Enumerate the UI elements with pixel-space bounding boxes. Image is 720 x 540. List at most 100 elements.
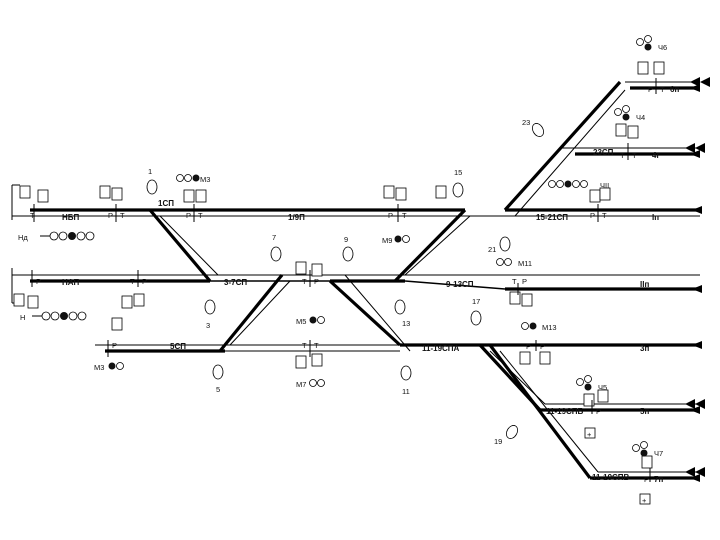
relay-box-icon — [639, 493, 651, 505]
track-end-arrow-icon — [685, 143, 705, 153]
label-sw-7: 7 — [272, 233, 276, 242]
label-track-IIp: IIп — [640, 280, 649, 289]
label-sig-ch5: Ч5 — [598, 383, 607, 392]
label-track-6p: 6п — [670, 85, 679, 94]
signal-lamp-icon — [32, 311, 87, 321]
label-sig-ch4: Ч4 — [636, 113, 645, 122]
relay-box-icon — [653, 61, 665, 75]
signal-lamp-icon — [176, 174, 200, 182]
label-sw-11: 11 — [402, 387, 410, 396]
switch-motor-icon — [394, 299, 406, 315]
label-t: Т — [402, 211, 407, 220]
label-t: Т — [660, 85, 665, 94]
label-sw-1: 1 — [148, 167, 152, 176]
label-sig-n: Н — [20, 313, 25, 322]
label-sig-m11: М11 — [518, 259, 532, 268]
relay-box-icon — [19, 185, 31, 199]
switch-motor-icon — [204, 299, 216, 315]
label-sig-chII: ЧII — [600, 181, 609, 190]
label-sig-m3-top: М3 — [200, 175, 210, 184]
relay-box-icon — [583, 393, 595, 407]
label-t: Т — [602, 211, 607, 220]
label-t: Т — [302, 341, 307, 350]
relay-box-icon — [13, 293, 25, 307]
track-end-arrows — [685, 77, 710, 482]
label-track-Ip: Iп — [652, 213, 659, 222]
label-r: Р — [540, 342, 545, 351]
label-plus: + — [587, 430, 592, 439]
relay-box-icon — [521, 293, 533, 307]
label-sig-ch7: Ч7 — [654, 449, 663, 458]
track-end-arrow-icon — [690, 474, 700, 482]
label-r: Р — [142, 277, 147, 286]
label-track-5p: 5п — [640, 407, 649, 416]
relay-box-icon — [295, 261, 307, 275]
label-r: Р — [36, 277, 41, 286]
label-t: Т — [314, 341, 319, 350]
switch-motor-icon — [212, 364, 224, 380]
label-sw-17: 17 — [472, 297, 480, 306]
label-sw-13: 13 — [402, 319, 410, 328]
switch-motor-icon — [270, 246, 282, 262]
switch-motors — [146, 123, 544, 439]
signal-lamp-icon — [576, 375, 592, 391]
signal-lamp-icon — [40, 231, 95, 241]
track-lower-main — [95, 343, 700, 353]
relay-box-icon — [641, 455, 653, 469]
relay-box-icon — [637, 61, 649, 75]
relay-boxes — [13, 61, 665, 505]
label-11-19spa: 11-19СПА — [422, 344, 460, 353]
label-r: Р — [590, 211, 595, 220]
label-sw-9: 9 — [344, 235, 348, 244]
signal-lamp-icon — [309, 316, 325, 324]
switch-motor-icon — [342, 246, 354, 262]
label-t: Т — [120, 211, 125, 220]
signal-lamp-icon — [548, 180, 588, 188]
relay-box-icon — [509, 291, 521, 305]
label-nbp: НБП — [62, 213, 80, 222]
track-upper-main — [12, 208, 700, 217]
relay-box-icon — [121, 295, 133, 309]
track-end-arrow-icon — [685, 399, 705, 409]
signal-lamp-icon — [309, 379, 325, 387]
label-r: Р — [388, 211, 393, 220]
label-sig-m7: М7 — [296, 380, 306, 389]
relay-box-icon — [395, 187, 407, 201]
relay-box-icon — [295, 355, 307, 369]
relay-box-icon — [27, 295, 39, 309]
label-r: Р — [112, 341, 117, 350]
label-15-21sp: 15-21СП — [536, 213, 568, 222]
signal-lamp-icon — [496, 258, 512, 266]
label-t: Т — [512, 277, 517, 286]
label-11-19spb: 11-19СПБ — [546, 407, 584, 416]
label-main-track: 1/9П — [288, 213, 305, 222]
relay-box-icon — [584, 427, 596, 439]
signal-lamp-icon — [394, 235, 410, 243]
label-t: Т — [620, 151, 625, 160]
relay-box-icon — [539, 351, 551, 365]
label-track-3p: 3п — [640, 344, 649, 353]
track-end-arrow-icon — [690, 406, 700, 414]
label-sig-m3-bot: М3 — [94, 363, 104, 372]
relay-box-icon — [111, 317, 123, 331]
relay-box-icon — [383, 185, 395, 199]
track-middle-main — [12, 274, 700, 291]
label-sw-21: 21 — [488, 245, 496, 254]
label-nap: НАП — [62, 278, 79, 287]
label-sw-15: 15 — [454, 168, 462, 177]
labels: НБП 1СП 1/9П 15-21СП Iп НАП 3-7СП 9-13СП… — [18, 43, 679, 505]
insulation-joints — [31, 78, 657, 482]
switch-motor-icon — [400, 365, 412, 381]
relay-box-icon — [99, 185, 111, 199]
label-sig-ch6: Ч6 — [658, 43, 667, 52]
signal-lamp-icon — [521, 322, 537, 330]
relay-box-icon — [311, 263, 323, 277]
label-r: Р — [648, 85, 653, 94]
label-plus: + — [642, 496, 647, 505]
relay-box-icon — [311, 353, 323, 367]
label-r: Р — [522, 277, 527, 286]
label-sw-23: 23 — [522, 118, 530, 127]
label-r: Р — [596, 407, 601, 416]
signal-lamp-icon — [632, 441, 648, 457]
